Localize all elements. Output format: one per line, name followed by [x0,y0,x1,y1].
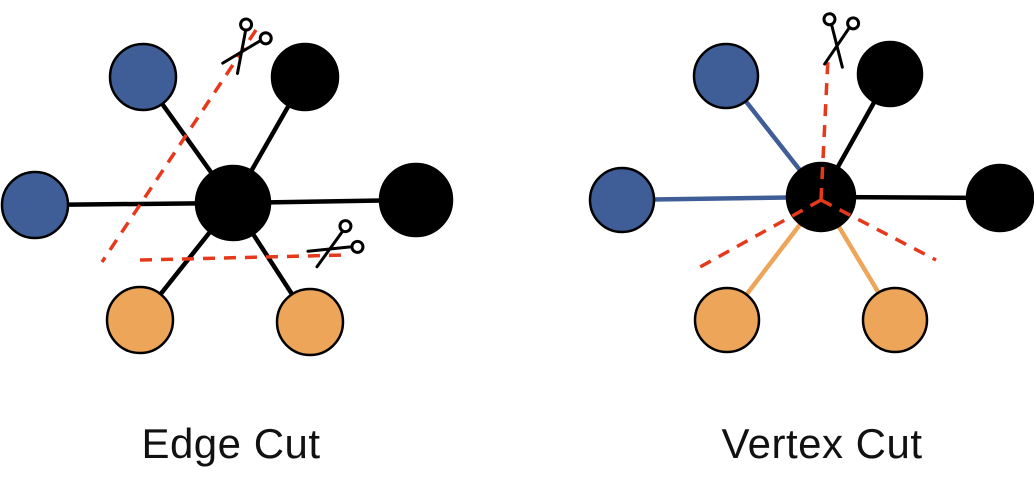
scissors-icon [306,219,365,269]
cut-line [139,253,348,262]
center-node [194,164,272,242]
graph-node-orange [693,286,761,354]
graph-node-black [378,162,454,238]
edge-cut-label: Edge Cut [141,420,320,467]
graph-node-orange [275,287,345,357]
scissors-icon [221,17,273,75]
graph-node-blue [588,166,656,234]
graph-node-blue [108,42,178,112]
vertex-cut-label: Vertex Cut [721,420,922,467]
graph-node-orange [861,286,929,354]
graph-node-blue [0,170,70,240]
cut-line [820,198,937,262]
cut-line [699,198,822,269]
graph-node-black [965,163,1034,233]
cut-line [819,57,830,201]
cut-line [100,29,258,263]
graph-node-black [270,42,340,112]
scissors-icon [822,12,861,69]
graph-node-blue [692,42,760,110]
graph-node-black [856,40,924,108]
graph-node-orange [105,285,175,355]
